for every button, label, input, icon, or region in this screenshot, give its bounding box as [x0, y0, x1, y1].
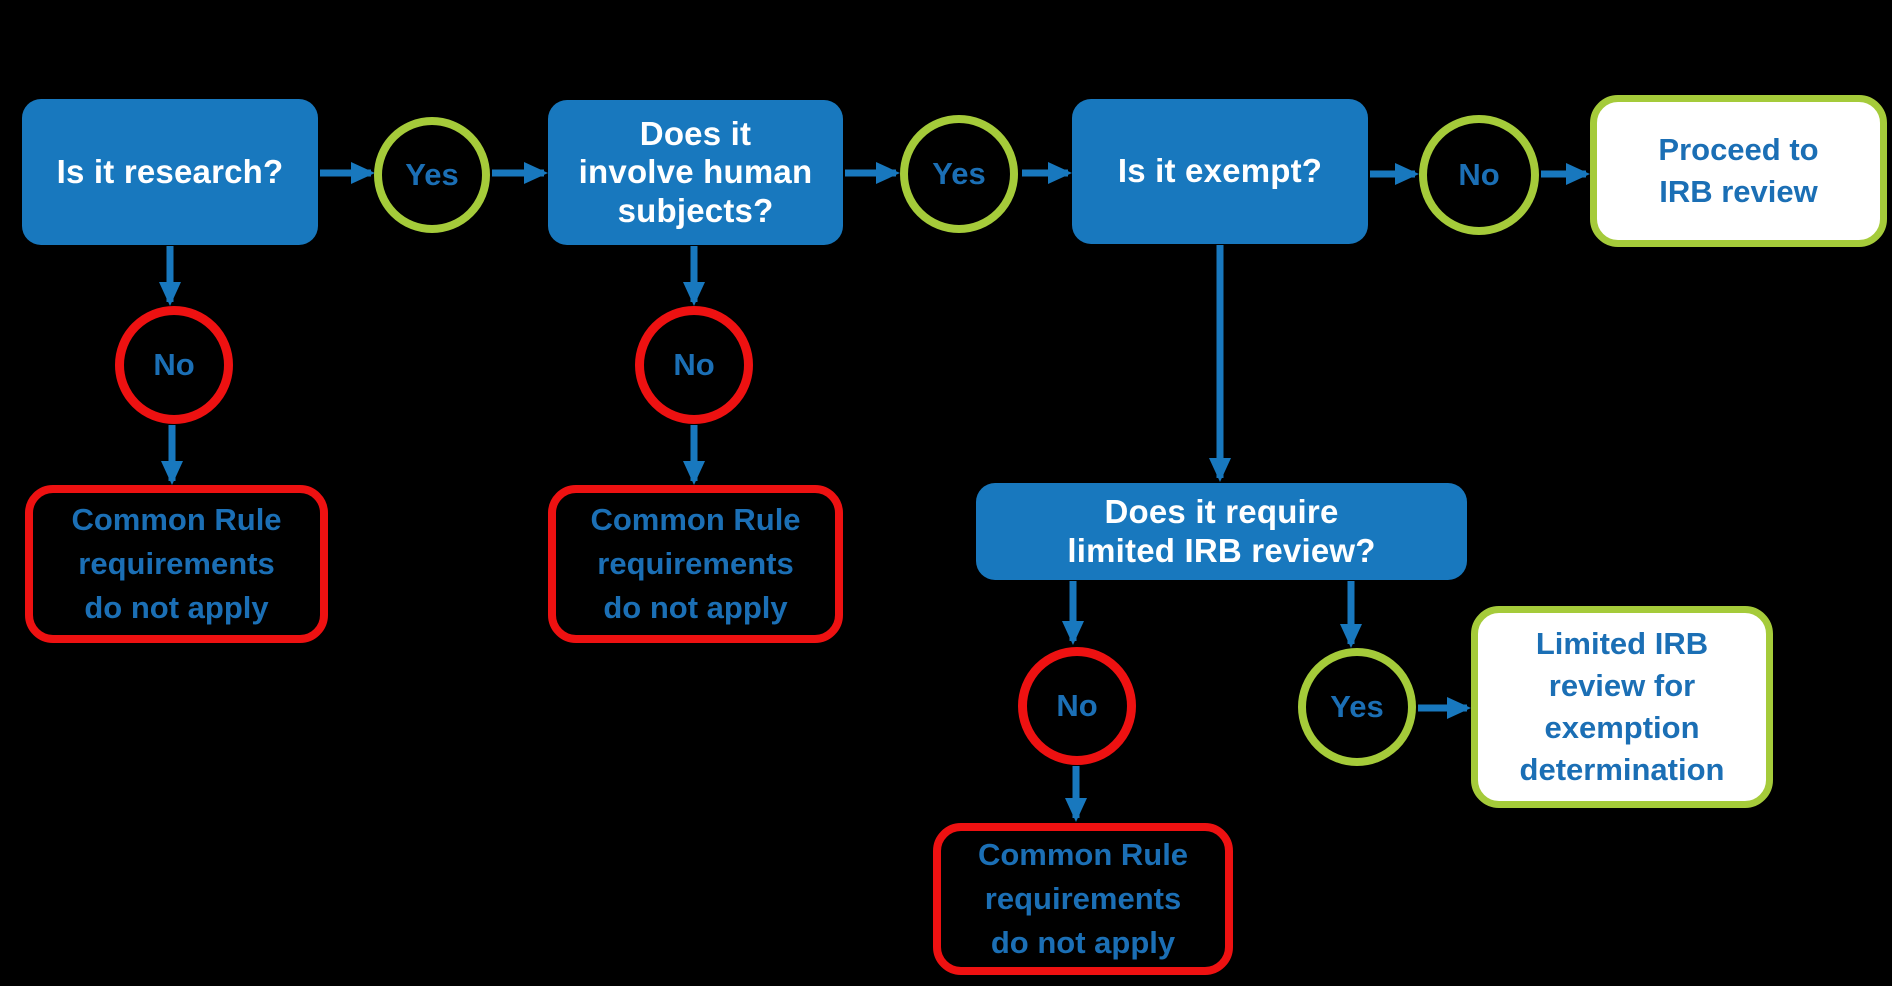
node-common-rule-not-apply-3: Common Rule requirements do not apply [933, 823, 1233, 975]
node-is-it-exempt: Is it exempt? [1072, 99, 1368, 244]
connector-yes-after-human-subjects: Yes [900, 115, 1018, 233]
node-limited-irb-review-outcome: Limited IRB review for exemption determi… [1471, 606, 1773, 808]
connector-no-below-research: No [115, 306, 233, 424]
node-involve-human-subjects: Does it involve human subjects? [548, 100, 843, 245]
node-proceed-to-irb-review: Proceed to IRB review [1590, 95, 1887, 247]
connector-yes-below-limited-review: Yes [1298, 648, 1416, 766]
connector-yes-after-research: Yes [374, 117, 490, 233]
connector-no-after-exempt: No [1419, 115, 1539, 235]
node-is-it-research: Is it research? [22, 99, 318, 245]
connector-no-below-limited-review: No [1018, 647, 1136, 765]
node-common-rule-not-apply-1: Common Rule requirements do not apply [25, 485, 328, 643]
connector-no-below-human-subjects: No [635, 306, 753, 424]
node-common-rule-not-apply-2: Common Rule requirements do not apply [548, 485, 843, 643]
node-require-limited-irb-review: Does it require limited IRB review? [976, 483, 1467, 580]
